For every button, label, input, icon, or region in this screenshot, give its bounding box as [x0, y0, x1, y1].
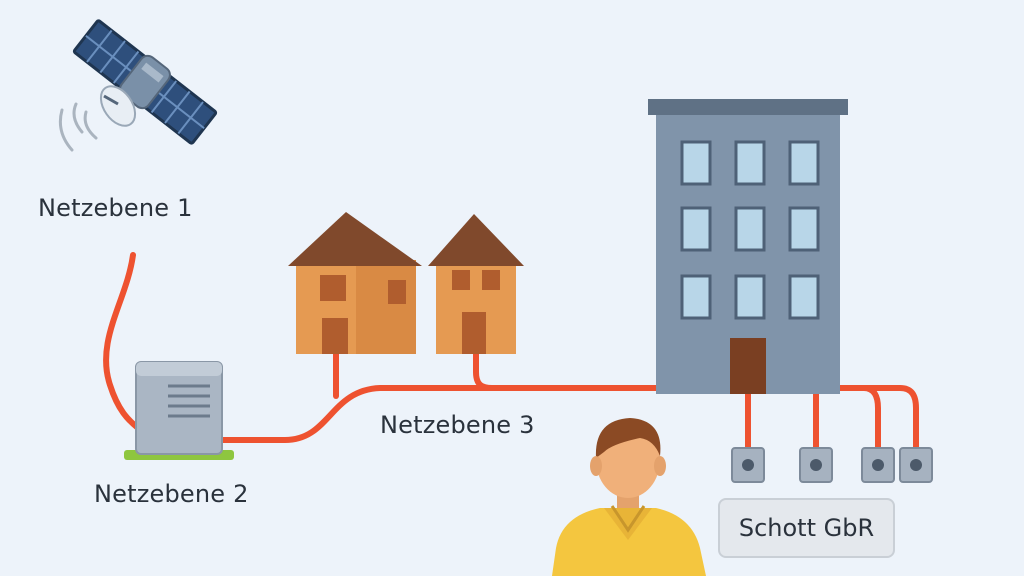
building-window-1	[680, 140, 712, 186]
building-window-9	[788, 274, 820, 320]
cable-network	[103, 252, 919, 451]
cable-satellite-to-cabinet	[103, 252, 141, 431]
customer-person-icon	[552, 418, 706, 576]
distribution-cabinet-icon	[124, 361, 234, 460]
outlet-socket-4	[899, 447, 933, 483]
cable-to-outlet-3	[861, 385, 881, 451]
building-window-5	[734, 206, 766, 252]
house-left-icon	[288, 212, 422, 354]
outlet-socket-2	[799, 447, 833, 483]
cable-to-house-right	[473, 349, 495, 391]
building-window-3	[788, 140, 820, 186]
building-window-8	[734, 274, 766, 320]
label-netzebene-1: Netzebene 1	[38, 194, 193, 222]
apartment-building-icon	[648, 99, 848, 394]
customer-name-tag: Schott GbR	[718, 498, 895, 558]
customer-outlets	[731, 447, 933, 483]
customer-name: Schott GbR	[738, 514, 875, 542]
label-netzebene-3: Netzebene 3	[380, 411, 535, 439]
building-window-6	[788, 206, 820, 252]
cable-cabinet-to-building	[219, 385, 663, 443]
outlet-socket-3	[861, 447, 895, 483]
building-window-4	[680, 206, 712, 252]
building-windows	[680, 140, 820, 320]
house-right-icon	[428, 214, 524, 354]
cable-building-bus	[837, 385, 919, 451]
building-window-7	[680, 274, 712, 320]
building-window-2	[734, 140, 766, 186]
label-netzebene-2: Netzebene 2	[94, 480, 249, 508]
satellite-icon	[58, 19, 218, 152]
outlet-socket-1	[731, 447, 765, 483]
